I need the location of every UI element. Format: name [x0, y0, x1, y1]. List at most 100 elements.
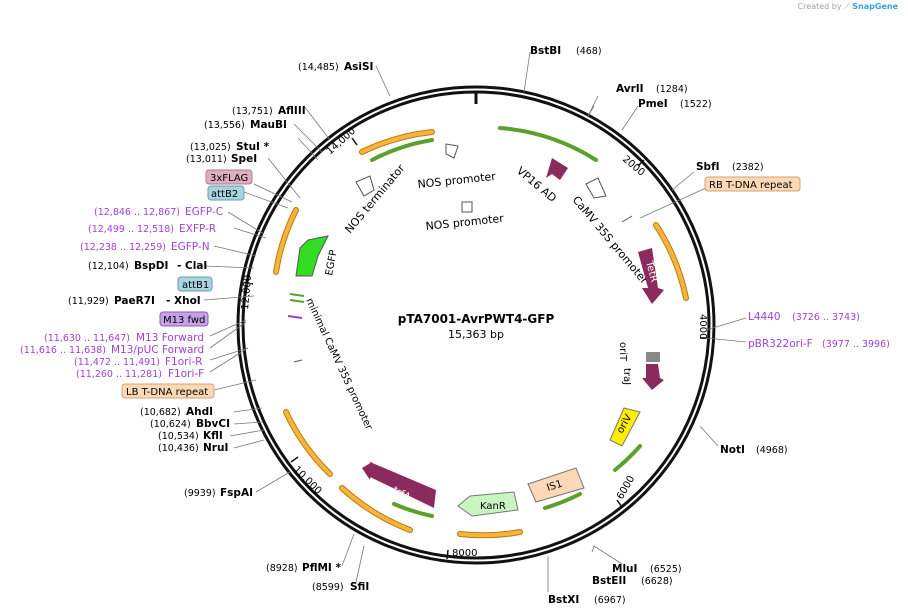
primer-m13f: (11,630 .. 11,647) M13 Forward	[44, 332, 204, 344]
site-bstxi-name: BstXI	[548, 594, 579, 606]
site-bbvci: (10,624) BbvCI	[150, 418, 230, 430]
primer-m13f-pos: (11,630 .. 11,647)	[44, 333, 130, 344]
site-pflmi: (8928) PflMI *	[266, 562, 341, 574]
site-pflmi-name: PflMI *	[302, 562, 341, 574]
leader-lines	[203, 51, 747, 592]
is1-feature: IS1	[527, 467, 585, 503]
primer-pbr322-pos: (3977 .. 3996)	[822, 339, 890, 350]
site-stui-pos: (13,025)	[190, 142, 231, 153]
primer-egfpc: (12,846 .. 12,867) EGFP-C	[94, 206, 223, 218]
site-paer7i-pos: (11,929)	[68, 296, 109, 307]
primer-m13puc: (11,616 .. 11,638) M13/pUC Forward	[20, 344, 204, 356]
primer-f1orif: (11,260 .. 11,281) F1ori-F	[76, 368, 204, 380]
site-spei-name: SpeI	[231, 153, 257, 165]
site-fspai-pos: (9939)	[184, 488, 216, 499]
plasmid-length: 15,363 bp	[448, 328, 504, 341]
credit-brand: SnapGene	[852, 2, 898, 11]
tick-label-2000: 2000	[620, 154, 647, 179]
site-pmei-name: PmeI	[638, 98, 668, 110]
camv-35s-label: CaMV 35S promoter	[570, 194, 651, 287]
site-sfii-name: SfiI	[350, 581, 369, 593]
attb2-label: attB2	[211, 189, 238, 200]
site-bstbi-pos: (468)	[576, 46, 602, 57]
primer-egfpc-pos: (12,846 .. 12,867)	[94, 207, 180, 218]
primer-egfpn-name: EGFP-N	[171, 241, 210, 253]
oriv-feature: oriV	[609, 407, 641, 447]
site-ahdi-name: AhdI	[186, 406, 213, 418]
tick-marks	[244, 137, 708, 560]
site-sfii-pos: (8599)	[312, 582, 344, 593]
site-noti-pos: (4968)	[756, 445, 788, 456]
tick-label-12000: 12,000	[240, 274, 254, 310]
kanr-feature: KanR	[457, 491, 519, 517]
site-bspdi-name: BspDI	[134, 260, 168, 272]
site-mlui-pos: (6525)	[650, 564, 682, 575]
site-sbfi-pos: (2382)	[732, 162, 764, 173]
tick-label-8000: 8000	[452, 548, 477, 559]
site-bbvci-name: BbvCI	[196, 418, 230, 430]
site-mlui: MluI (6525)	[612, 563, 682, 575]
nos-promoter-arrow-2: NOS promoter	[425, 201, 505, 233]
site-noti: NotI (4968)	[720, 444, 788, 456]
attb1-box: attB1	[177, 276, 213, 292]
site-ahdi: (10,682) AhdI	[140, 406, 213, 418]
site-bspdi-pos: (12,104)	[88, 261, 129, 272]
site-asisi: (14,485) AsiSI	[298, 61, 373, 73]
site-spei-pos: (13,011)	[186, 154, 227, 165]
site-afliii-name: AflIII	[278, 105, 306, 117]
3xflag-box: 3xFLAG	[205, 169, 253, 185]
site-paer7i: (11,929) PaeR7I - XhoI	[68, 295, 201, 307]
primer-egfpn-pos: (12,238 .. 12,259)	[80, 242, 166, 253]
vp16-ad-feature: VP16 AD	[514, 158, 568, 205]
3xflag-label: 3xFLAG	[210, 173, 248, 184]
primer-f1orir: (11,472 .. 11,491) F1ori-R	[74, 356, 202, 368]
trfa-feature: trfA	[362, 462, 436, 508]
egfp-label: EGFP	[324, 249, 339, 276]
site-bbvci-pos: (10,624)	[150, 419, 191, 430]
m13-fwd-box: M13 fwd	[159, 311, 209, 327]
primer-pbr322: pBR322ori-F (3977 .. 3996)	[748, 338, 890, 350]
site-bsteii-name: BstEII	[592, 575, 626, 587]
site-maubi: (13,556) MauBI	[204, 119, 287, 131]
primer-exfpr-pos: (12,499 .. 12,518)	[88, 224, 174, 235]
site-bsteii-pos: (6628)	[641, 576, 673, 587]
primer-m13puc-pos: (11,616 .. 11,638)	[20, 345, 106, 356]
primer-exfpr: (12,499 .. 12,518) EXFP-R	[88, 223, 216, 235]
site-maubi-name: MauBI	[250, 119, 287, 131]
egfp-feature: EGFP	[295, 235, 339, 277]
site-asisi-name: AsiSI	[344, 61, 373, 73]
tetr-feature: TetR	[638, 248, 664, 304]
orit-label: oriT	[617, 342, 628, 362]
attb2-box: attB2	[207, 185, 245, 201]
plasmid-name: pTA7001-AvrPWT4-GFP	[398, 312, 555, 326]
nos-terminator-label: NOS terminator	[342, 161, 407, 235]
site-paer7i-name: PaeR7I	[114, 295, 155, 307]
kanr-label: KanR	[480, 501, 506, 512]
site-bstbi-name: BstBI	[530, 45, 561, 57]
snapgene-credit: Created by ⟋ SnapGene	[798, 2, 898, 12]
primer-l4440-pos: (3726 .. 3743)	[792, 312, 860, 323]
site-avrii-name: AvrII	[616, 83, 644, 95]
primer-m13f-name: M13 Forward	[136, 332, 204, 344]
site-maubi-pos: (13,556)	[204, 120, 245, 131]
site-pmei-pos: (1522)	[680, 99, 712, 110]
primer-egfpc-name: EGFP-C	[185, 206, 223, 218]
site-nrui: (10,436) NruI	[158, 442, 228, 454]
nos-promoter-arrow-1: NOS promoter	[417, 143, 497, 191]
camv-35s-feature: CaMV 35S promoter	[570, 177, 651, 287]
rb-tdna-repeat-label: RB T-DNA repeat	[709, 180, 793, 191]
primer-f1orif-name: F1ori-F	[168, 368, 204, 380]
nos-terminator-feature: NOS terminator	[342, 161, 407, 235]
site-noti-name: NotI	[720, 444, 745, 456]
site-pmei: PmeI (1522)	[638, 98, 712, 110]
lb-tdna-repeat-label: LB T-DNA repeat	[126, 387, 208, 398]
site-kfli-name: KflI	[203, 430, 223, 442]
site-bspdi-name2: - ClaI	[177, 260, 207, 272]
outer-ring-features	[273, 126, 689, 539]
traj-label: traJ	[621, 368, 632, 385]
traj-feature: traJ	[621, 364, 664, 390]
site-bstxi: BstXI (6967)	[548, 594, 626, 606]
site-sbfi-name: SbfI	[696, 161, 720, 173]
site-sbfi: SbfI (2382)	[696, 161, 764, 173]
